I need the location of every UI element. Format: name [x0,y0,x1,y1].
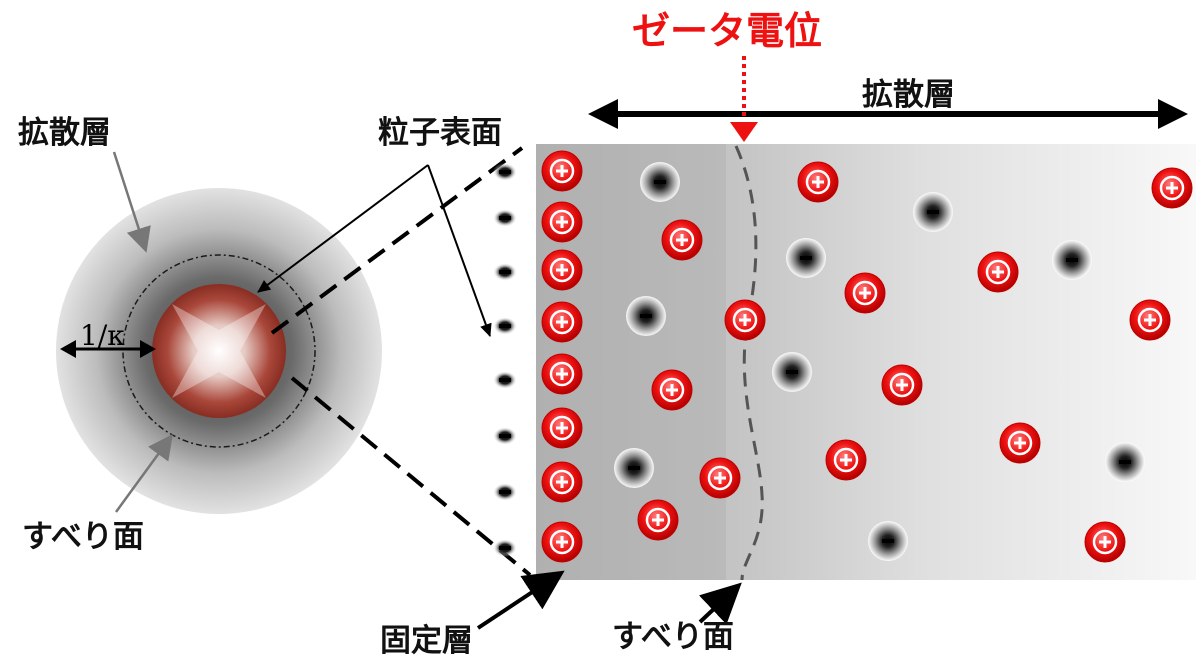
surface-charge-1 [493,163,517,181]
positive-ion-2 [541,201,583,243]
particle-surface-pointer-panel [427,164,492,337]
positive-ion-13 [724,299,766,341]
slip-plane-label-bottom: すべり面 [612,619,734,655]
positive-ion-10 [651,369,693,411]
slip-plane-pointer-left [114,433,173,513]
positive-ion-12 [637,499,679,541]
positive-ion-1 [541,150,583,192]
positive-ion-11 [699,457,741,499]
positive-ion-7 [541,461,583,503]
positive-ion-5 [541,353,583,395]
positive-ion-19 [999,422,1041,464]
debye-arrow-right [140,340,156,358]
slip-plane-pointer-bottom [698,582,742,625]
surface-charge-8 [493,539,517,557]
zoom-line-top [270,146,524,335]
slip-plane-curve [734,145,764,581]
positive-ion-20 [1084,521,1126,563]
surface-charge-6 [493,427,517,445]
negative-ion-7 [913,192,953,232]
ions-layer [541,150,1193,563]
slip-plane-label-left: すべり面 [22,519,144,555]
particle-core [152,284,286,418]
diffuse-layer-label-top: 拡散層 [862,77,955,113]
particle-highlight [172,304,266,398]
zoom-line-bottom [290,376,532,577]
positive-ion-14 [797,161,839,203]
positive-ion-22 [1151,167,1193,209]
negative-ion-1 [640,162,680,202]
positive-ion-16 [881,364,923,406]
surface-charge-column [493,163,517,557]
positive-ion-3 [541,249,583,291]
particle-surface-label: 粒子表面 [378,115,502,151]
diffuse-layer-label-left: 拡散層 [18,115,111,151]
particle-with-double-layer [56,188,382,514]
slip-plane-circle [122,254,316,448]
positive-ion-17 [825,439,867,481]
surface-charge-3 [493,263,517,281]
surface-charge-7 [493,483,517,501]
diffuse-arrow-right [1158,99,1188,129]
fixed-layer-label: 固定層 [380,623,473,659]
positive-ion-4 [541,301,583,343]
negative-ion-9 [1105,442,1145,482]
surface-charge-2 [493,209,517,227]
debye-arrow-left [60,340,76,358]
diffuse-arrow-left [588,99,618,129]
positive-ion-9 [661,219,703,261]
diffuse-layer-pointer [112,151,151,253]
particle-surface-pointer-core [257,164,429,293]
negative-ion-4 [772,352,812,392]
positive-ion-6 [541,407,583,449]
surface-charge-4 [493,317,517,335]
negative-ion-6 [868,521,908,561]
negative-ion-2 [786,238,826,278]
negative-ion-5 [614,448,654,488]
debye-label: 1/κ [80,319,125,352]
positive-ion-18 [977,251,1019,293]
fixed-layer-pointer [476,570,565,630]
negative-ion-3 [626,296,666,336]
positive-ion-21 [1129,299,1171,341]
negative-ion-8 [1052,240,1092,280]
zeta-potential-title: ゼータ電位 [632,9,823,53]
positive-ion-15 [844,272,886,314]
positive-ion-8 [541,521,583,563]
surface-charge-5 [493,371,517,389]
zeta-pointer-triangle [730,122,758,142]
